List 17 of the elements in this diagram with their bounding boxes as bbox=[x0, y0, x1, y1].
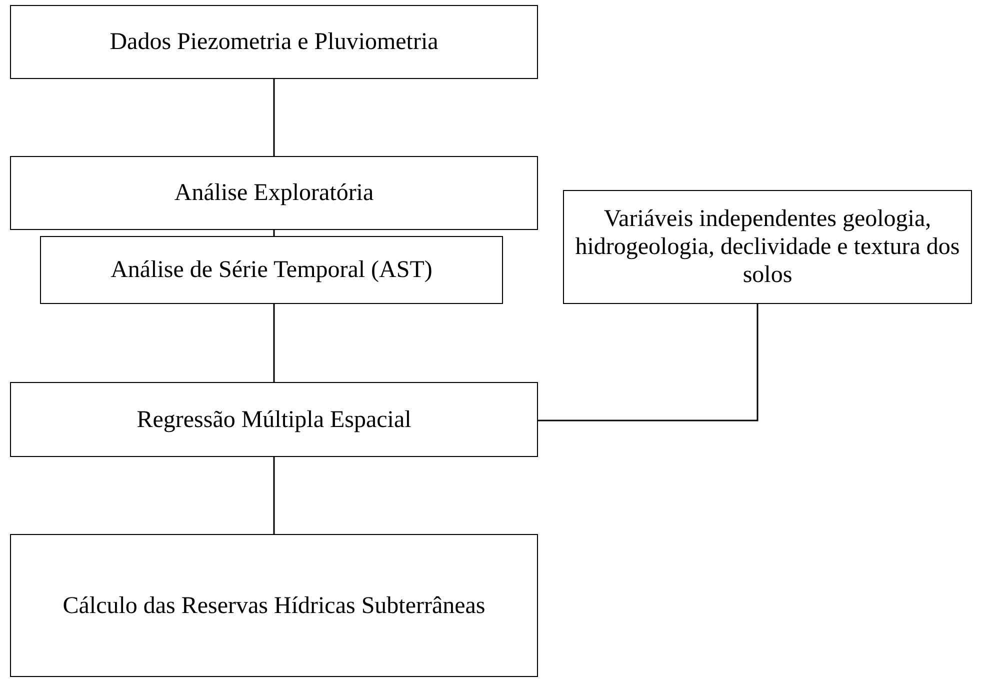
process-box bbox=[10, 534, 538, 677]
box-label: Análise de Série Temporal (AST) bbox=[110, 256, 432, 284]
box-label: Cálculo das Reservas Hídricas Subterrâneas bbox=[62, 592, 486, 620]
box-label: Variáveis independentes geologia, hidrogeologia, declividade e textura dos solos bbox=[574, 205, 961, 289]
connector-line bbox=[538, 304, 758, 422]
process-box bbox=[40, 236, 503, 304]
process-box bbox=[10, 382, 538, 457]
box-label: Regressão Múltipla Espacial bbox=[136, 406, 412, 434]
box-label: Análise Exploratória bbox=[174, 179, 374, 207]
process-box bbox=[563, 190, 972, 304]
connector-line bbox=[273, 457, 275, 534]
box-label: Dados Piezometria e Pluviometria bbox=[110, 28, 438, 56]
process-box bbox=[10, 5, 538, 79]
connector-line bbox=[273, 304, 275, 382]
connector-line bbox=[273, 230, 275, 236]
process-box bbox=[10, 156, 538, 230]
connector-line bbox=[273, 79, 275, 156]
